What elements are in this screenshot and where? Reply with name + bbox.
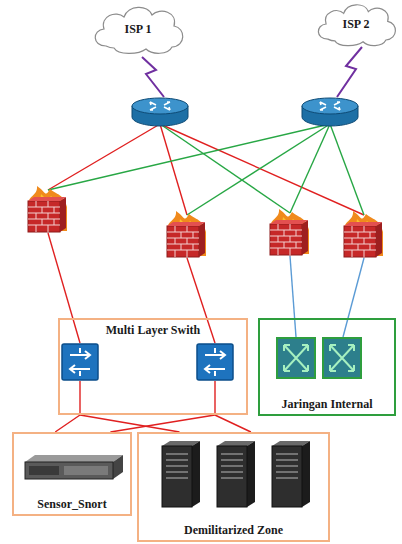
blue-link (343, 258, 364, 337)
zone-box: Sensor_Snort (12, 432, 132, 516)
rack-server (25, 455, 123, 462)
network-link (55, 415, 215, 432)
switch-icon (197, 344, 233, 380)
zone-box: Demilitarized Zone (137, 432, 330, 542)
lightning-bolt (142, 47, 362, 97)
firewall-icon (344, 211, 383, 257)
switch-icon (323, 338, 361, 378)
red-link (48, 233, 80, 343)
green-link (330, 124, 364, 215)
isp-label: ISP 1 (122, 22, 153, 36)
server-icon (272, 441, 310, 507)
blue-link (290, 256, 296, 337)
rack-server (25, 455, 123, 479)
zone-label: Demilitarized Zone (182, 523, 285, 537)
router-icon (132, 98, 188, 126)
cloud-outline (95, 7, 183, 53)
switch-icon (62, 344, 98, 380)
red-link (214, 381, 215, 415)
green-link (48, 124, 330, 190)
isp-cloud: ISP 2 (312, 0, 400, 48)
firewall-icon (270, 209, 309, 255)
rack-server (113, 455, 123, 479)
isp-label: ISP 2 (340, 17, 371, 31)
server-icon (162, 441, 200, 507)
network-link (80, 415, 251, 432)
switch-icon (277, 338, 315, 378)
zone-label: Jaringan Internal (279, 397, 374, 411)
red-link (48, 124, 160, 190)
zone-box: Jaringan Internal (258, 318, 396, 416)
green-link (290, 124, 330, 213)
firewall-icon (28, 186, 67, 232)
server-icon (217, 441, 255, 507)
isp-cloud: ISP 1 (88, 2, 188, 56)
lightning-bolt (337, 47, 362, 97)
rack-server (64, 466, 108, 475)
zone-label: Multi Layer Swith (104, 323, 202, 337)
lightning-bolt (142, 57, 164, 97)
rack-server (29, 466, 59, 475)
router-links (48, 124, 364, 215)
firewall-icon (167, 211, 206, 257)
zone-label: Sensor_Snort (35, 497, 108, 511)
rack-server (25, 462, 113, 479)
red-link (79, 381, 80, 415)
router-icon (302, 98, 358, 126)
firewall-links (48, 233, 364, 415)
zone-box: Multi Layer Swith (58, 318, 248, 415)
red-link (160, 124, 364, 215)
red-link (160, 124, 187, 215)
cloud-outline (318, 5, 395, 46)
green-link (187, 124, 330, 215)
